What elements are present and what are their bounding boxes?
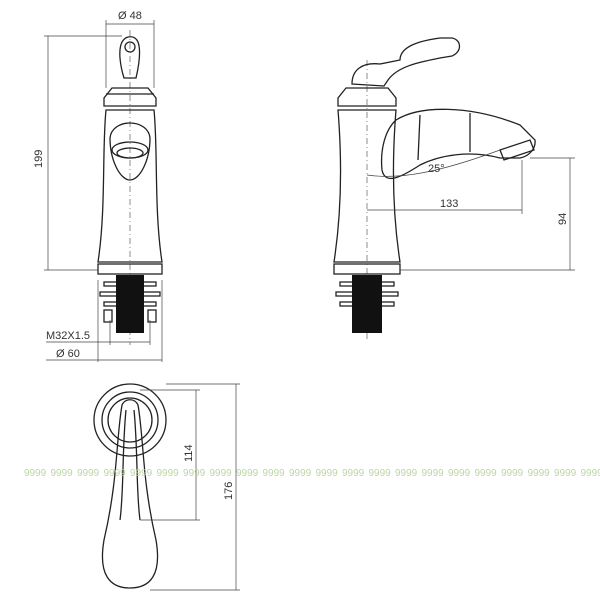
watermark-text: 9999 — [104, 468, 127, 479]
top-view — [93, 383, 167, 589]
plan-width-label: 114 — [183, 444, 195, 462]
watermark-text: 9999 — [183, 468, 206, 479]
front-dimensions: Ø 48 199 M32X1.5 Ø 60 — [33, 10, 163, 362]
watermark-text: 9999 — [130, 468, 153, 479]
spout-height-label: 94 — [557, 213, 569, 225]
watermark-text: 9999 — [422, 468, 445, 479]
watermark-text: 9999 — [501, 468, 524, 479]
watermark-text: 9999 — [77, 468, 100, 479]
watermark-text: 9999 — [263, 468, 286, 479]
watermark-text: 9999 — [236, 468, 259, 479]
watermark-text: 9999 — [395, 468, 418, 479]
watermark-text: 9999 — [369, 468, 392, 479]
watermark-text: 9999 — [528, 468, 551, 479]
top-diameter-label: Ø 48 — [118, 10, 142, 22]
side-view — [333, 37, 536, 340]
front-view — [97, 30, 163, 345]
watermark-text: 9999 — [342, 468, 365, 479]
angle-label: 25° — [428, 163, 445, 175]
watermark-text: 9999 — [475, 468, 498, 479]
watermark-text: 9999 — [581, 468, 600, 479]
height-label: 199 — [33, 150, 45, 168]
plan-length-label: 176 — [223, 482, 235, 500]
top-dimensions: 114 176 — [140, 383, 240, 591]
watermark-text: 9999 — [554, 468, 577, 479]
watermark-text: 9999 — [24, 468, 47, 479]
watermark-text: 9999 — [289, 468, 312, 479]
watermark-text: 9999 — [316, 468, 339, 479]
watermark-text: 9999 — [157, 468, 180, 479]
thread-label: M32X1.5 — [46, 330, 90, 342]
base-diameter-label: Ø 60 — [56, 348, 80, 360]
side-dimensions: 25° 133 94 — [366, 149, 575, 271]
watermark-text: 9999 — [448, 468, 471, 479]
watermark-text: 9999 — [210, 468, 233, 479]
reach-label: 133 — [440, 198, 458, 210]
watermark-text: 9999 — [51, 468, 74, 479]
